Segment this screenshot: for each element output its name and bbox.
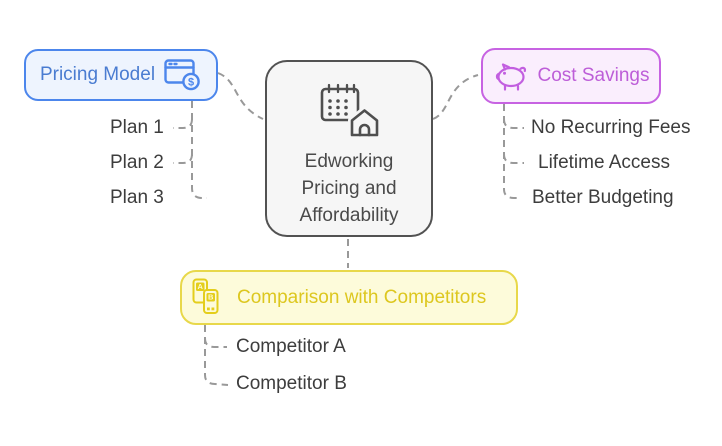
edge-plan2	[173, 153, 193, 164]
edge-pricing-trunk	[191, 101, 207, 199]
branch-node-pricing-model[interactable]: Pricing Model $	[24, 49, 218, 101]
calendar-house-icon	[320, 83, 379, 138]
edge-lifetime	[503, 153, 524, 164]
branch-node-cost-savings[interactable]: Cost Savings	[481, 48, 661, 104]
pricing-model-label: Pricing Model	[39, 64, 156, 85]
edge-center-to-cost	[432, 74, 479, 120]
edge-pricing-to-center	[217, 72, 264, 120]
edge-competitor-a	[204, 337, 227, 348]
leaf-competitor-a[interactable]: Competitor A	[236, 336, 346, 357]
letter-b-glyph: B	[208, 292, 214, 301]
leaf-lifetime-access[interactable]: Lifetime Access	[538, 152, 670, 173]
branch-node-comparison[interactable]: A B Comparison with Competitors	[180, 270, 518, 325]
cost-savings-label: Cost Savings	[537, 65, 650, 86]
edge-cost-trunk	[503, 104, 520, 199]
letter-a-glyph: A	[198, 282, 204, 291]
comparison-label: Comparison with Competitors	[237, 286, 487, 308]
leaf-plan-1[interactable]: Plan 1	[110, 117, 164, 138]
leaf-plan-3[interactable]: Plan 3	[110, 187, 164, 208]
central-topic-title: Edworking Pricing and Affordability	[299, 151, 399, 226]
dollar-glyph: $	[188, 77, 194, 89]
central-topic-node[interactable]: Edworking Pricing and Affordability	[265, 60, 433, 237]
leaf-competitor-b[interactable]: Competitor B	[236, 373, 347, 394]
browser-dollar-icon: $	[164, 59, 200, 91]
ab-comparison-icon: A B	[192, 278, 219, 314]
edge-plan1	[173, 118, 193, 129]
leaf-better-budgeting[interactable]: Better Budgeting	[532, 187, 674, 208]
edge-comparison-trunk	[204, 325, 229, 386]
piggy-bank-icon	[495, 63, 526, 91]
leaf-plan-2[interactable]: Plan 2	[110, 152, 164, 173]
edge-fees	[503, 118, 524, 129]
leaf-no-recurring-fees[interactable]: No Recurring Fees	[531, 117, 691, 138]
